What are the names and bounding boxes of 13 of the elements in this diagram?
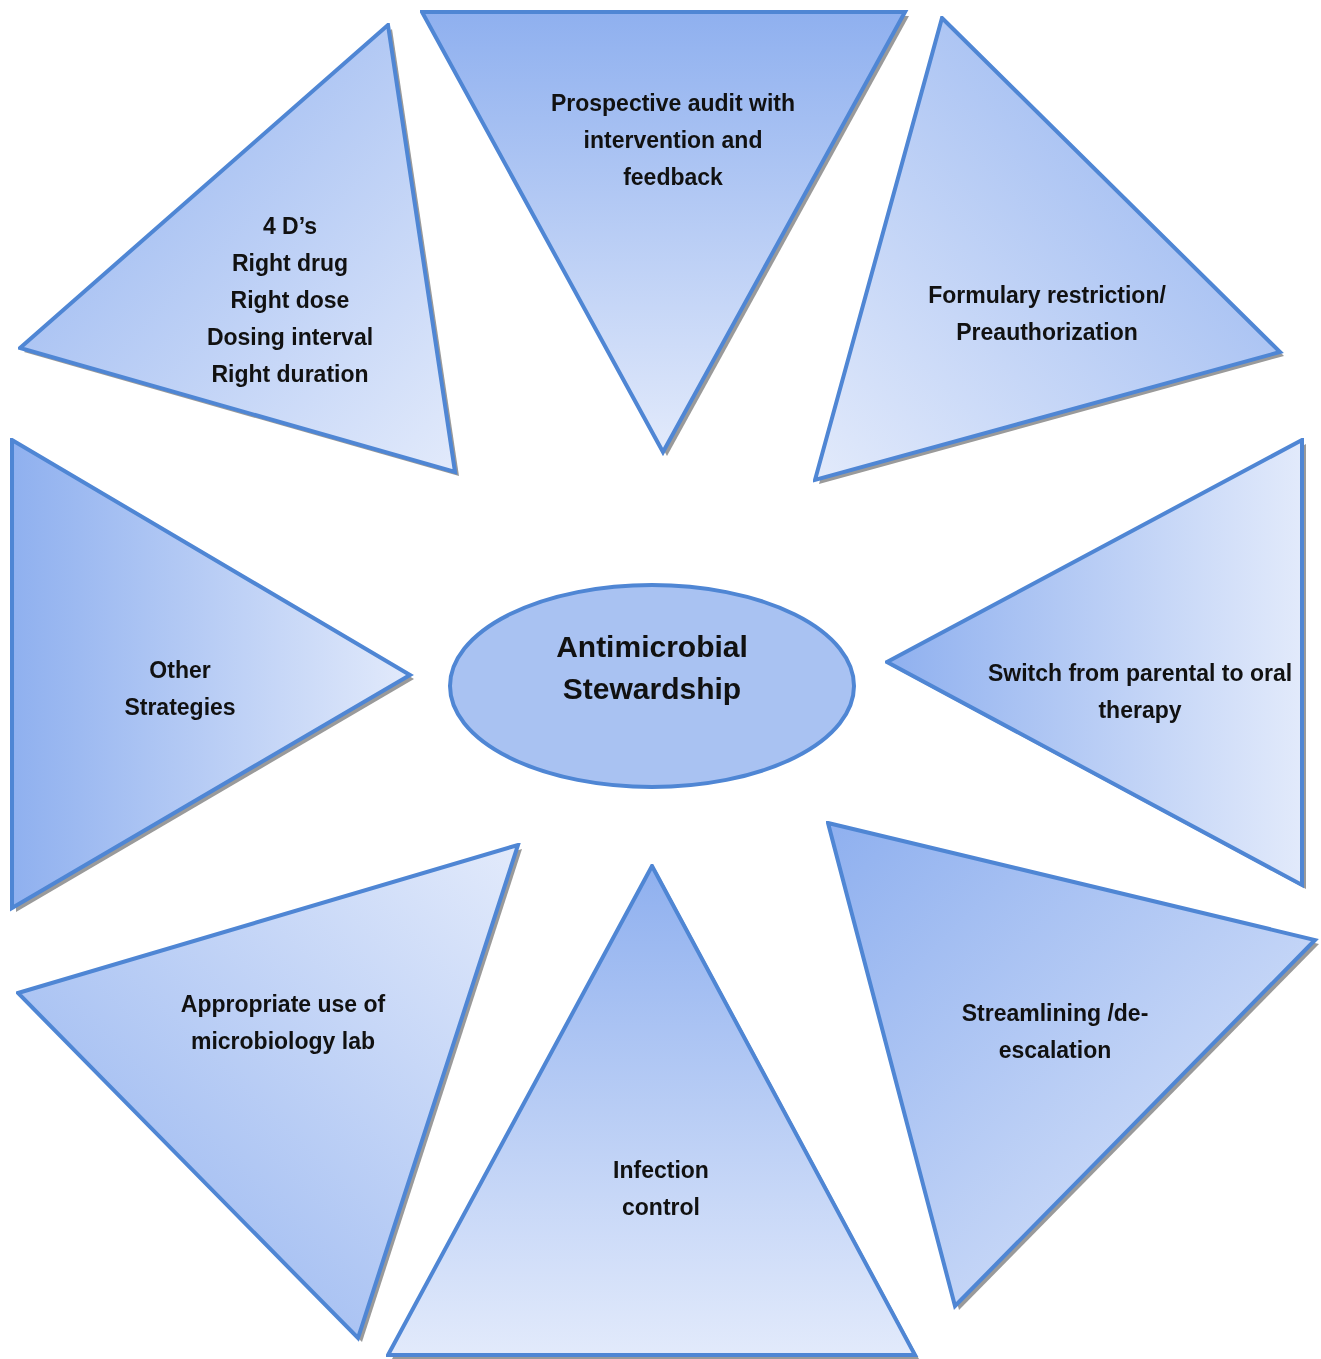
strategy-text: Right drug [231, 249, 349, 278]
strategy-text: Right duration [211, 360, 369, 389]
strategy-text: Switch from parental to oral therapy [986, 659, 1294, 725]
center-title: Antimicrobial Stewardship [555, 629, 749, 707]
strategy-text: Formulary restriction/ Preauthorization [927, 281, 1167, 347]
strategy-text: Streamlining /de-escalation [960, 999, 1150, 1065]
strategy-text: Right dose [230, 286, 350, 315]
strategy-text: Infection control [612, 1156, 710, 1222]
strategy-text: Other Strategies [123, 656, 237, 722]
strategy-text: 4 D’s [262, 212, 318, 241]
strategy-text: Prospective audit with intervention and feedback [549, 89, 797, 192]
strategy-text: Dosing interval [206, 323, 374, 352]
strategy-text: Appropriate use of microbiology lab [179, 990, 387, 1056]
